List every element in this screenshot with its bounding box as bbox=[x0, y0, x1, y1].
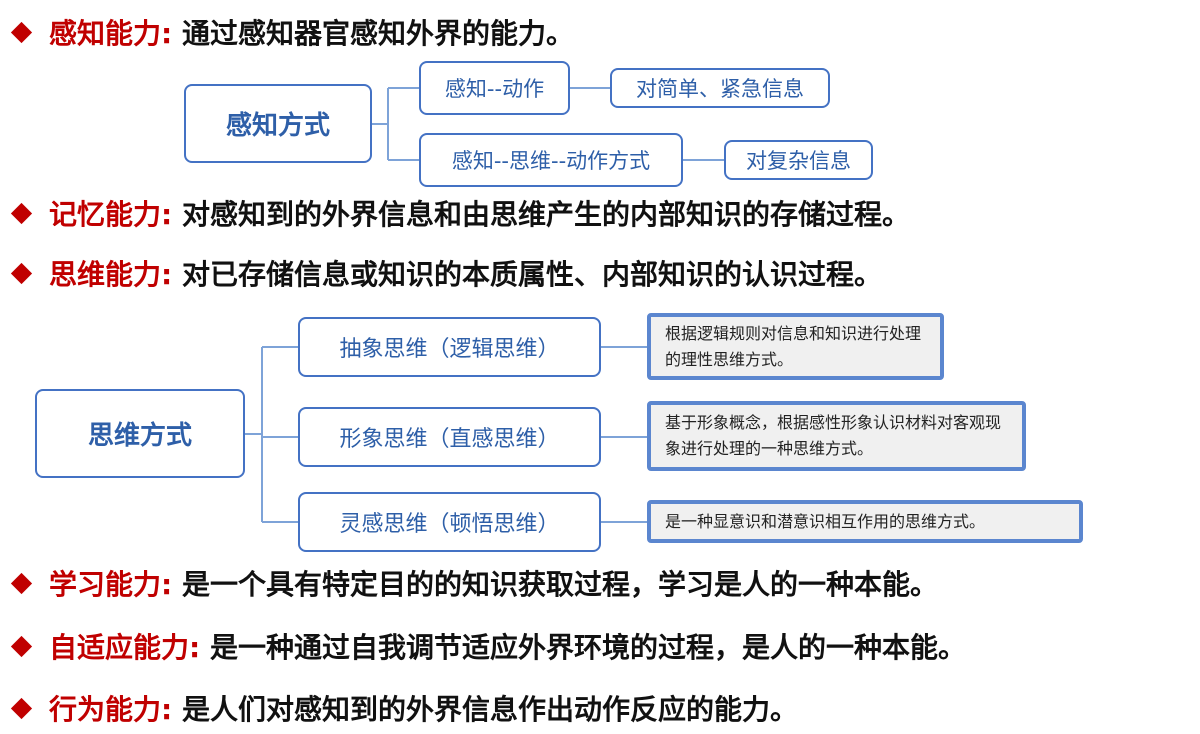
perception-detail-1: 对简单、紧急信息 bbox=[610, 68, 830, 108]
perception-detail-2: 对复杂信息 bbox=[724, 140, 873, 180]
bullet-thinking: 思维能力: 对已存储信息或知识的本质属性、内部知识的认识过程。 bbox=[10, 255, 882, 295]
thinking-root-node: 思维方式 bbox=[35, 389, 245, 478]
bullet-memory: 记忆能力: 对感知到的外界信息和由思维产生的内部知识的存储过程。 bbox=[10, 195, 910, 235]
diamond-bullet-icon bbox=[10, 202, 33, 224]
diamond-bullet-icon bbox=[10, 697, 33, 719]
thinking-branch-abstract: 抽象思维（逻辑思维） bbox=[298, 317, 601, 377]
diamond-bullet-icon bbox=[10, 572, 33, 594]
bullet-learning: 学习能力: 是一个具有特定目的的知识获取过程，学习是人的一种本能。 bbox=[10, 565, 938, 605]
thinking-branch-inspiration: 灵感思维（顿悟思维） bbox=[298, 492, 601, 552]
thinking-note-image: 基于形象概念，根据感性形象认识材料对客观现象进行处理的一种思维方式。 bbox=[647, 401, 1026, 471]
perception-branch-2: 感知--思维--动作方式 bbox=[419, 133, 683, 187]
perception-root-node: 感知方式 bbox=[184, 84, 372, 163]
bullet-perception: 感知能力: 通过感知器官感知外界的能力。 bbox=[10, 14, 574, 54]
diamond-bullet-icon bbox=[10, 21, 33, 43]
thinking-note-abstract: 根据逻辑规则对信息和知识进行处理的理性思维方式。 bbox=[647, 313, 944, 380]
diamond-bullet-icon bbox=[10, 262, 33, 284]
diamond-bullet-icon bbox=[10, 635, 33, 657]
bullet-behavior: 行为能力: 是人们对感知到的外界信息作出动作反应的能力。 bbox=[10, 690, 798, 730]
thinking-note-inspiration: 是一种显意识和潜意识相互作用的思维方式。 bbox=[647, 500, 1083, 543]
perception-branch-1: 感知--动作 bbox=[419, 61, 570, 115]
bullet-adaptive: 自适应能力: 是一种通过自我调节适应外界环境的过程，是人的一种本能。 bbox=[10, 628, 966, 668]
thinking-branch-image: 形象思维（直感思维） bbox=[298, 407, 601, 467]
